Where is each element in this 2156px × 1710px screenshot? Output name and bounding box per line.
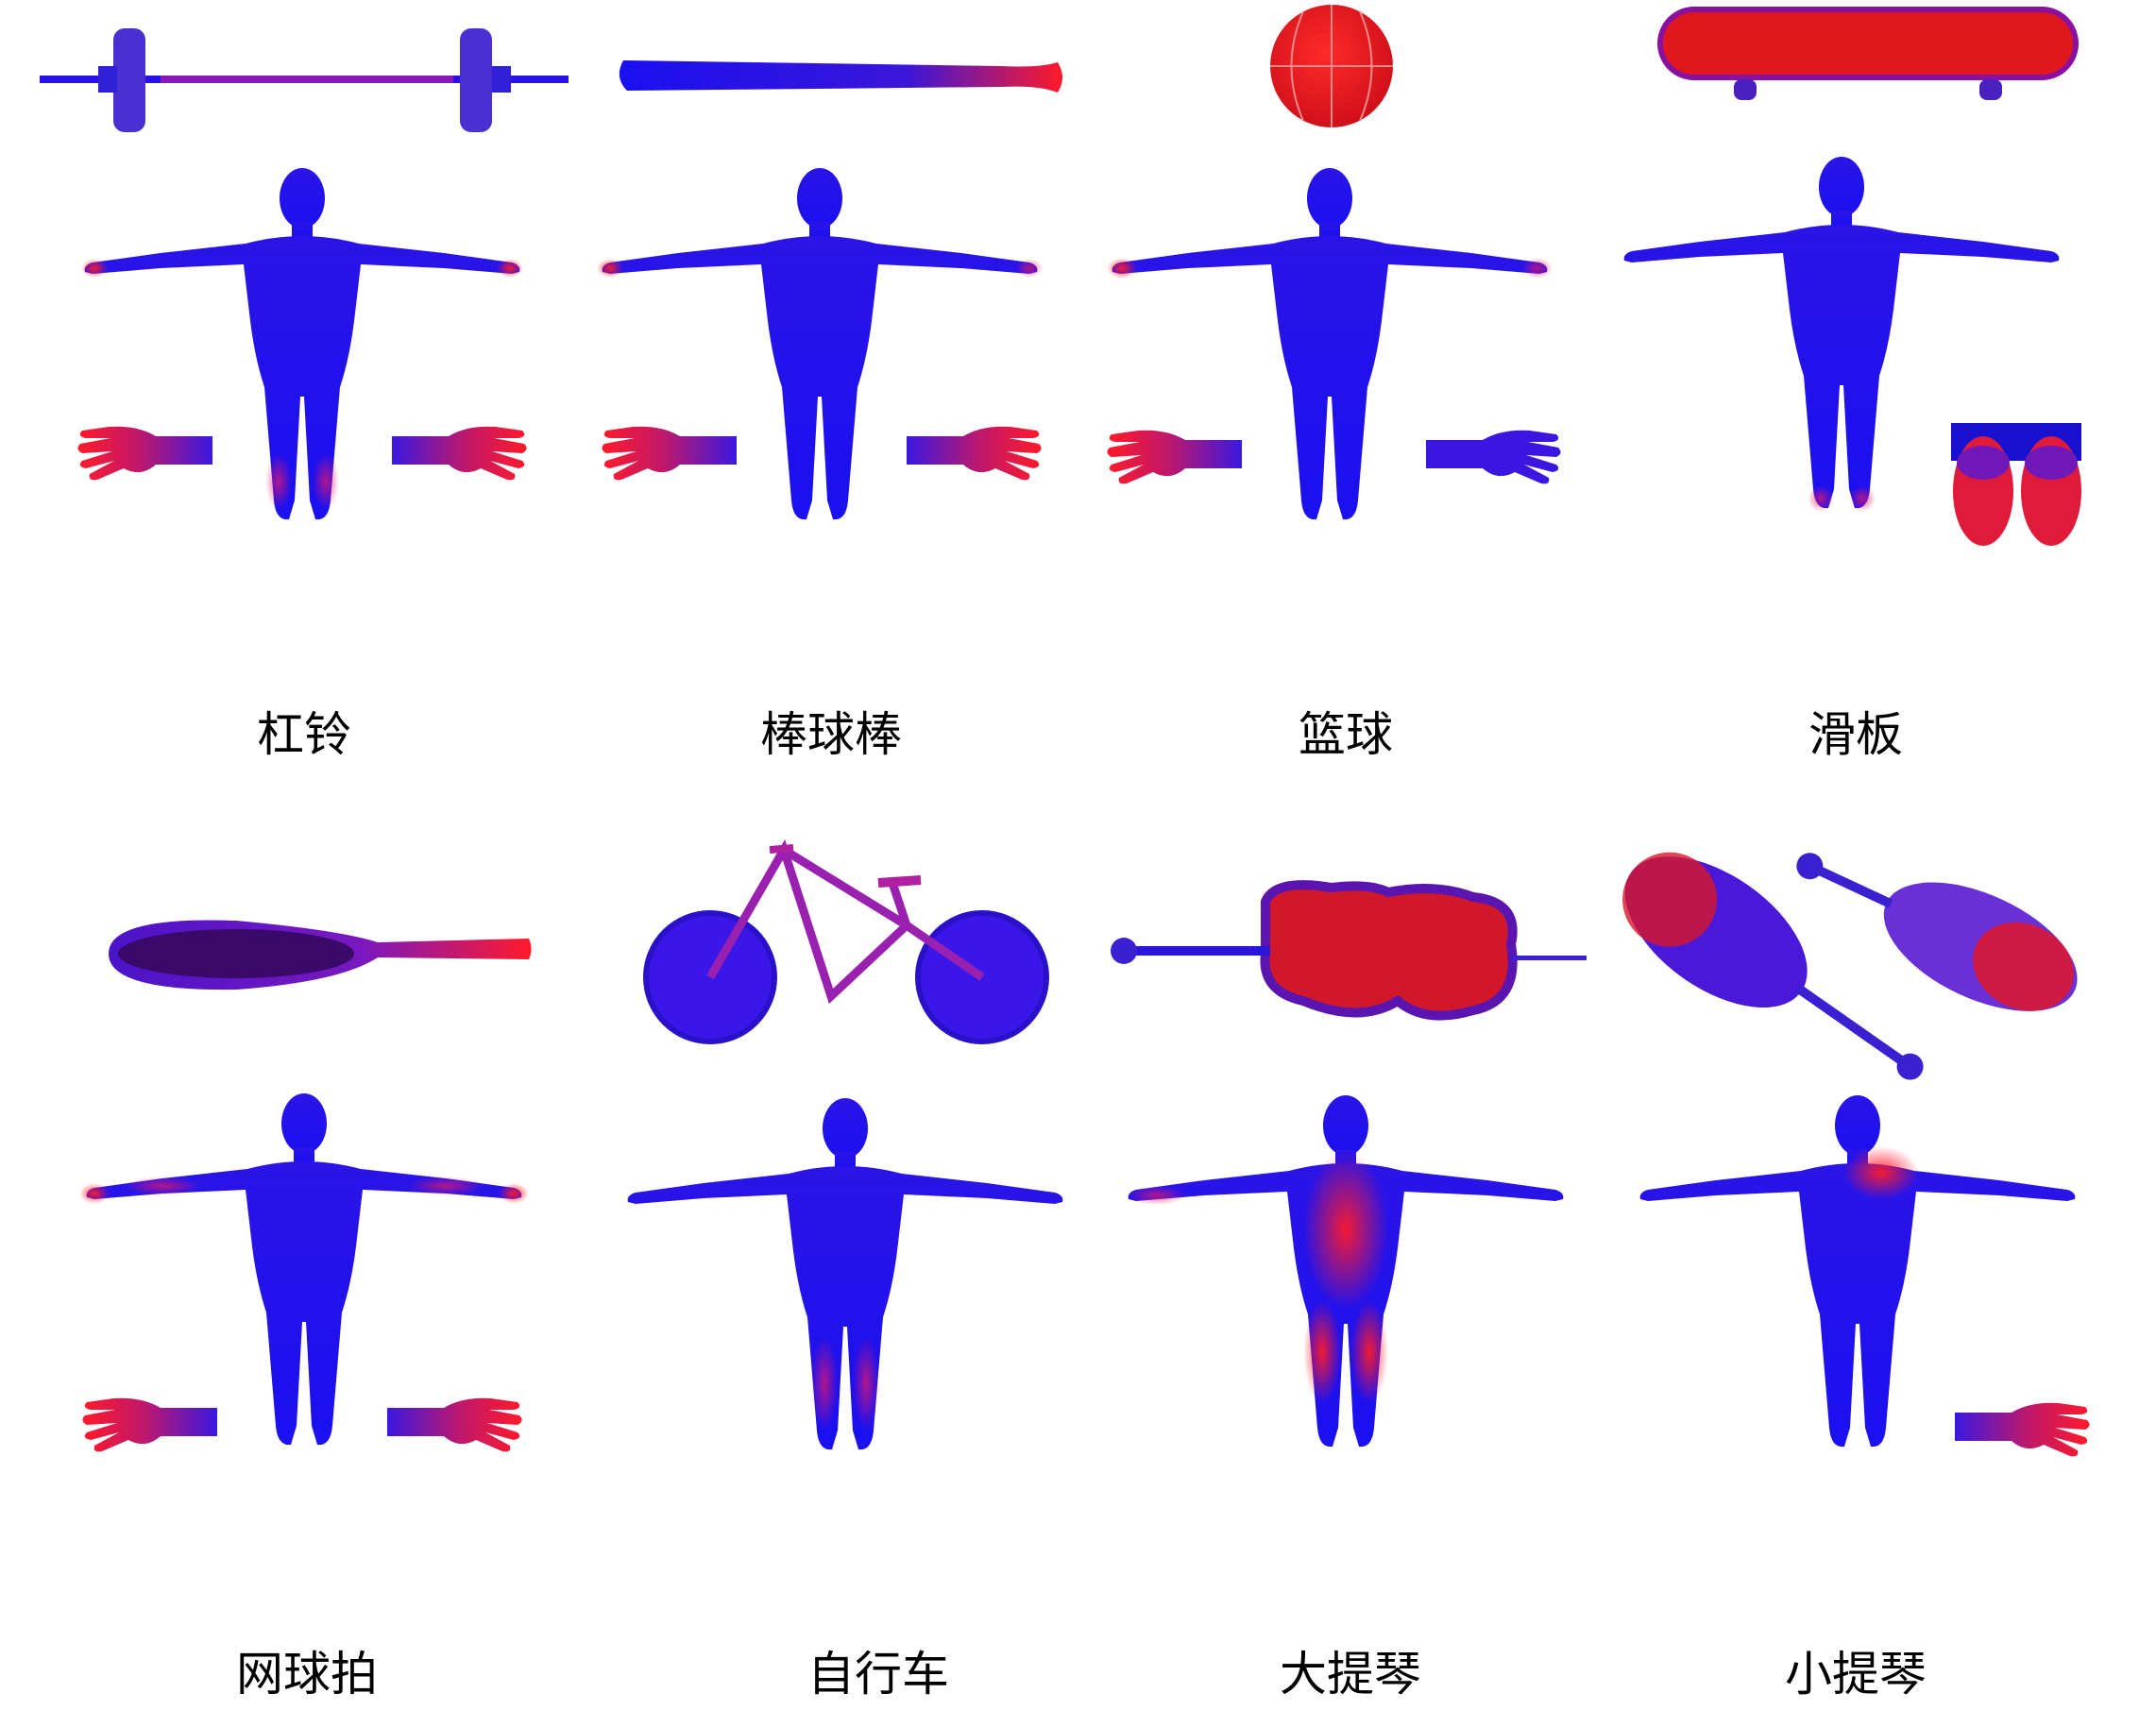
right-hand-closeup	[392, 426, 527, 481]
panel-label: 大提琴	[1280, 1647, 1421, 1702]
panel-label: 棒球棒	[760, 707, 902, 762]
bicycle-icon	[643, 838, 1049, 1044]
human-body	[81, 168, 523, 520]
human-body	[1128, 1095, 1564, 1448]
left-hand-closeup	[602, 426, 737, 481]
feet-closeup	[1951, 423, 2081, 546]
panel-label: 篮球	[1299, 707, 1393, 762]
panel-bicycle: 自行车	[627, 838, 1063, 1702]
tennis-racket-icon	[109, 920, 532, 990]
skateboard-icon	[1657, 7, 2079, 100]
baseball-bat-icon	[619, 60, 1062, 93]
panel-violin: 小提琴	[1622, 852, 2090, 1702]
right-hand-closeup	[1426, 430, 1561, 484]
human-body	[1107, 168, 1553, 520]
right-hand-closeup	[1955, 1402, 2090, 1457]
basketball-icon	[1270, 5, 1393, 127]
right-hand-closeup	[387, 1397, 522, 1452]
violin-icon	[1622, 852, 2078, 1080]
left-hand-closeup	[77, 426, 212, 481]
panel-label: 杠铃	[257, 707, 351, 762]
panel-label: 网球拍	[236, 1647, 378, 1702]
barbell-icon	[40, 28, 569, 132]
panel-label: 小提琴	[1785, 1647, 1927, 1702]
right-hand-closeup	[907, 426, 1042, 481]
panel-basketball: 篮球	[1107, 5, 1561, 762]
left-hand-closeup	[82, 1397, 217, 1452]
panel-baseball-bat: 棒球棒	[597, 60, 1062, 762]
cello-icon	[1111, 880, 1587, 1021]
panel-tennis-racket: 网球拍	[79, 920, 532, 1702]
panel-label: 自行车	[807, 1647, 949, 1702]
human-body	[1639, 1095, 2076, 1448]
panel-skateboard: 滑板	[1623, 7, 2081, 762]
panel-cello: 大提琴	[1111, 880, 1587, 1702]
left-hand-closeup	[1107, 430, 1242, 484]
human-body	[1623, 157, 2060, 512]
panel-barbell: 杠铃	[40, 28, 569, 762]
human-body	[79, 1093, 529, 1446]
human-body	[597, 168, 1043, 520]
human-body	[627, 1098, 1063, 1450]
panel-label: 滑板	[1808, 707, 1903, 762]
